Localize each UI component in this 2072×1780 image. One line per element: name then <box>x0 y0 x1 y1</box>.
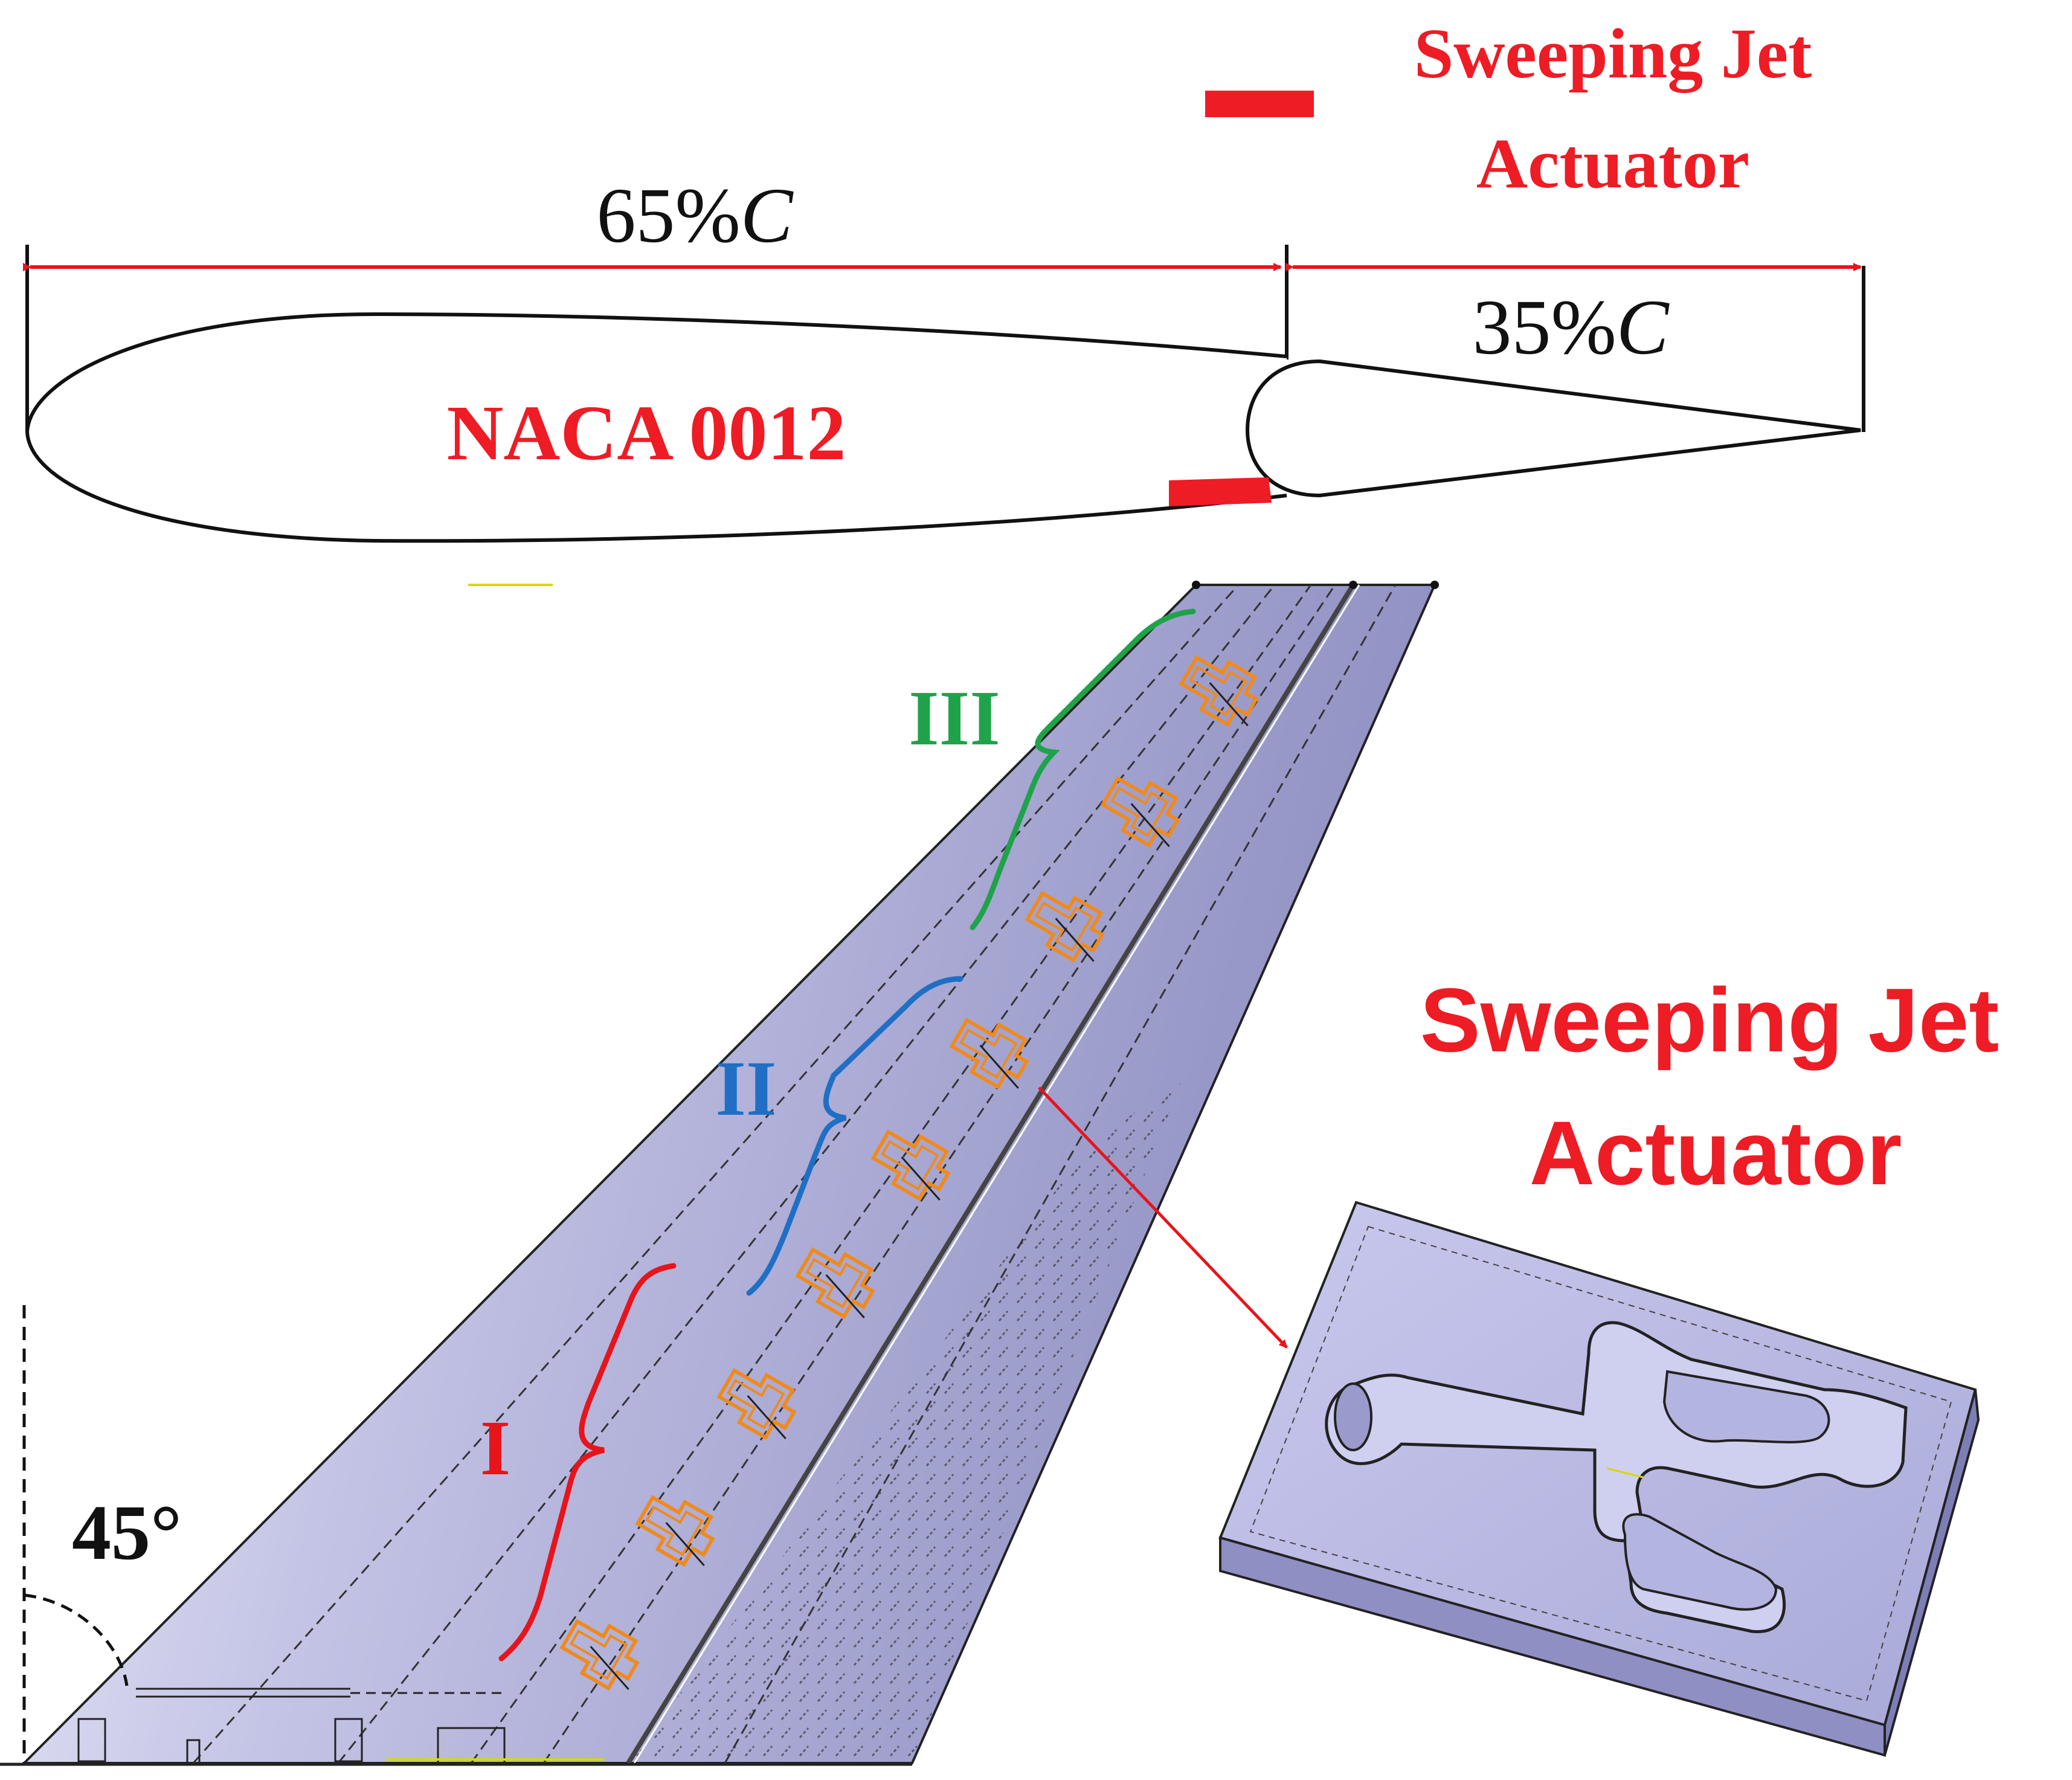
sweep-angle-arc <box>24 1593 129 1686</box>
wing-actuator-5 <box>870 1129 951 1202</box>
detail-title-line2: Actuator <box>1530 1102 1902 1204</box>
actuator-feedback-loop-upper <box>1662 1370 1830 1443</box>
main-airfoil-outline <box>25 312 1287 543</box>
group-label-II: II <box>715 1045 776 1132</box>
main-chord-label: 65%C <box>596 172 793 259</box>
wing-hatched-region <box>628 1075 1184 1763</box>
wing-actuator-7 <box>716 1368 797 1440</box>
tip-point-hinge <box>1349 581 1357 589</box>
group-label-III: III <box>909 675 1000 762</box>
legend-actuator-label-line1: Sweeping Jet <box>1414 14 1812 93</box>
profile-label: NACA 0012 <box>447 390 846 477</box>
actuator-block-inner-outline <box>1249 1225 1952 1702</box>
wing-actuator-4 <box>949 1017 1029 1090</box>
actuator-axis-marker <box>1606 1467 1644 1478</box>
root-details <box>0 1688 912 1766</box>
legend-actuator-label-line2: Actuator <box>1476 124 1749 203</box>
detail-callout-arrow <box>1038 1086 1288 1349</box>
wing-actuator-8 <box>635 1495 715 1567</box>
wing-hinge-highlight <box>633 584 1360 1764</box>
wing-surface <box>21 584 1437 1764</box>
group-label-I: I <box>480 1405 511 1492</box>
detail-title-line1: Sweeping Jet <box>1420 969 2000 1071</box>
sweep-angle-label: 45° <box>72 1489 182 1576</box>
actuator-outlet <box>1334 1382 1372 1451</box>
brace-group-III <box>970 608 1196 930</box>
wing-actuators <box>559 655 1259 1691</box>
wing-planform: 45° <box>0 581 1439 1766</box>
wing-actuator-6 <box>795 1247 875 1320</box>
legend-actuator-swatch <box>1205 91 1314 117</box>
brace-group-II <box>746 976 964 1296</box>
airfoil-section: Sweeping Jet Actuator 65%C 35%C NACA 001… <box>23 14 1865 586</box>
group-braces <box>498 608 1196 1662</box>
actuator-feedback-loop-lower <box>1622 1513 1778 1611</box>
wing-actuator-9 <box>559 1619 640 1691</box>
actuator-detail: Sweeping Jet Actuator <box>1038 969 2000 1757</box>
flap-chord-label: 35%C <box>1472 284 1669 371</box>
airfoil-actuator-mark <box>1169 477 1272 506</box>
tip-point-te <box>1430 581 1439 589</box>
wing-actuator-3 <box>1025 891 1105 963</box>
wing-hinge-line <box>626 583 1356 1765</box>
flap-outline <box>1245 359 1861 498</box>
brace-group-I <box>498 1263 677 1662</box>
wing-actuator-1 <box>1179 655 1259 727</box>
wing-actuator-2 <box>1100 776 1180 848</box>
actuator-block-end <box>1884 1389 1980 1756</box>
tip-point-le <box>1192 581 1200 589</box>
